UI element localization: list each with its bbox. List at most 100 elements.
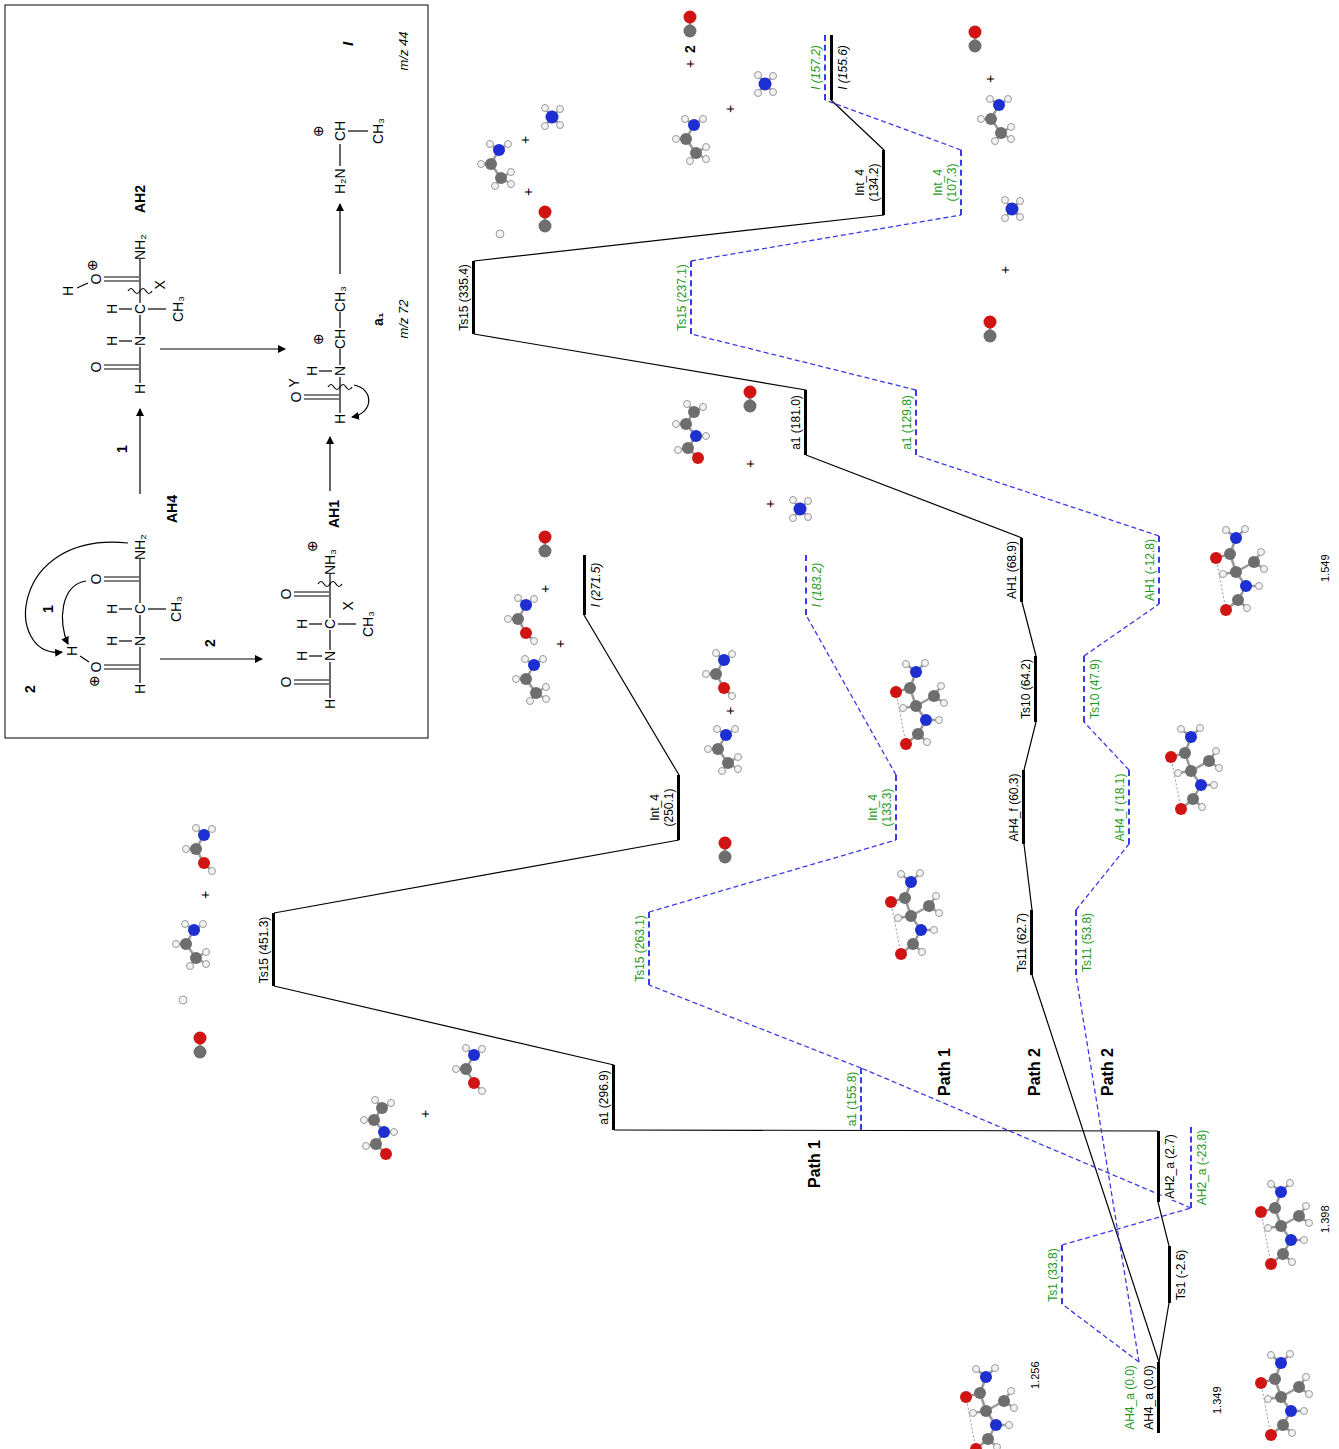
- energy-level: Int_4 (134.2): [853, 150, 885, 215]
- energy-level: a1 (296.9): [594, 1065, 615, 1130]
- structure-name: I: [340, 42, 356, 46]
- profile-connector: [274, 840, 679, 913]
- charge-symbol: ⊕: [84, 259, 100, 271]
- energy-level: Ts15 (451.3): [254, 914, 275, 987]
- atom-label: CH₃: [332, 286, 348, 312]
- profile-connector: [1032, 975, 1159, 1362]
- charge-symbol: ⊕: [310, 333, 326, 345]
- atom-label: H: [294, 651, 310, 661]
- atom-label: CH₃: [170, 296, 186, 322]
- atom-label: N: [132, 336, 148, 346]
- path-label: Path 1: [936, 1048, 954, 1096]
- mass-label: m/z 72: [396, 299, 412, 338]
- structure-name: a₁: [370, 312, 386, 326]
- path-label: Path 1: [806, 1140, 824, 1188]
- level-label: Int_4 (133.3): [866, 781, 894, 835]
- level-label: Ts1 (-2.6): [1174, 1249, 1188, 1302]
- atom-label: H: [322, 699, 338, 709]
- energy-level: AH4_f (18.1): [1110, 771, 1130, 845]
- coefficient: 2: [682, 45, 698, 53]
- profile-connector: [831, 100, 884, 150]
- level-label: Int_4 (107.3): [931, 156, 959, 210]
- energy-level: Int_4 (107.3): [931, 150, 962, 215]
- atom-label: O: [88, 274, 104, 285]
- energy-level: Ts1 (33.8): [1043, 1246, 1063, 1305]
- atom-label: X: [340, 601, 356, 610]
- profile-connector: [1076, 844, 1129, 910]
- energy-level: Ts11 (62.7): [1012, 910, 1033, 975]
- atom-label: H: [104, 304, 120, 314]
- profile-connector: [1024, 844, 1032, 910]
- atom-label: C: [322, 619, 338, 629]
- plus-sign: +: [517, 136, 533, 144]
- atom-label: CH₃: [360, 611, 376, 637]
- level-label: a1 (129.8): [900, 394, 914, 451]
- energy-level: AH2_a (-23.8): [1190, 1127, 1210, 1208]
- atom-label: CH: [332, 329, 348, 349]
- energy-level: I (271.5): [583, 555, 604, 615]
- atom-label: NH₃: [322, 549, 338, 575]
- atom-label: H: [332, 414, 348, 424]
- atom-label: O: [278, 589, 294, 600]
- level-label: I (183.2): [810, 562, 824, 609]
- atom-label: H: [64, 646, 80, 656]
- molecule-models: [173, 11, 1313, 1449]
- energy-level: AH2_a (2.7): [1157, 1131, 1178, 1202]
- level-label: I (157.2): [809, 44, 823, 91]
- bond-length: 1.349: [1211, 1386, 1224, 1414]
- atom-label: H: [104, 636, 120, 646]
- atom-label: H: [132, 384, 148, 394]
- bond-length: 1.256: [1029, 1361, 1042, 1389]
- atom-label: CH₃: [370, 118, 386, 144]
- path-label: Path 2: [1099, 1048, 1117, 1096]
- atom-label: N: [322, 651, 338, 661]
- path-label: Path 2: [1026, 1048, 1044, 1096]
- level-label: Ts1 (33.8): [1046, 1247, 1060, 1302]
- level-label: a1 (181.0): [789, 394, 803, 451]
- step-number: 1: [114, 445, 130, 453]
- level-label: AH4_f (60.3): [1007, 772, 1021, 842]
- atom-label: C: [132, 604, 148, 614]
- energy-level: I (155.6): [830, 35, 851, 100]
- plus-sign: +: [537, 585, 553, 593]
- plus-sign: +: [742, 460, 758, 468]
- energy-level: a1 (129.8): [897, 390, 917, 455]
- level-label: a1 (155.8): [845, 1071, 859, 1128]
- atom-label: N: [332, 366, 348, 376]
- structure-name: AH4: [164, 495, 180, 523]
- plus-sign: +: [722, 105, 738, 113]
- plus-sign: +: [722, 707, 738, 715]
- atom-label: O: [88, 662, 104, 673]
- atom-label: H: [132, 684, 148, 694]
- profile-connector: [474, 334, 806, 390]
- structure-name: AH2: [132, 185, 148, 213]
- plus-sign: +: [997, 266, 1013, 274]
- atom-label: N: [132, 636, 148, 646]
- atom-label: Y: [286, 378, 302, 387]
- atom-label: O: [278, 677, 294, 688]
- step-number: 1: [40, 605, 56, 613]
- atom-label: H: [60, 286, 76, 296]
- plus-sign: +: [762, 500, 778, 508]
- atom-label: H: [104, 604, 120, 614]
- energy-level: I (157.2): [806, 35, 826, 100]
- profile-connector: [825, 100, 961, 150]
- profile-connector: [806, 455, 1022, 538]
- energy-level: Ts15 (335.4): [454, 261, 475, 334]
- profile-connector: [1062, 1304, 1139, 1362]
- charge-symbol: ⊕: [310, 125, 326, 137]
- plus-sign: +: [552, 640, 568, 648]
- level-label: AH4_a (0.0): [1123, 1364, 1137, 1431]
- profile-connector: [806, 615, 896, 775]
- atom-label: O: [288, 392, 304, 403]
- atom-label: H: [104, 336, 120, 346]
- energy-level: AH1 (-12.8): [1140, 536, 1160, 604]
- profile-connector: [1062, 1208, 1191, 1245]
- level-label: Ts15 (237.1): [675, 263, 689, 332]
- atom-label: NH₂: [132, 534, 148, 560]
- level-label: I (271.5): [589, 562, 603, 609]
- level-label: Int_4 (250.1): [648, 781, 676, 835]
- step-number: 2: [202, 639, 218, 647]
- level-label: a1 (296.9): [597, 1069, 611, 1126]
